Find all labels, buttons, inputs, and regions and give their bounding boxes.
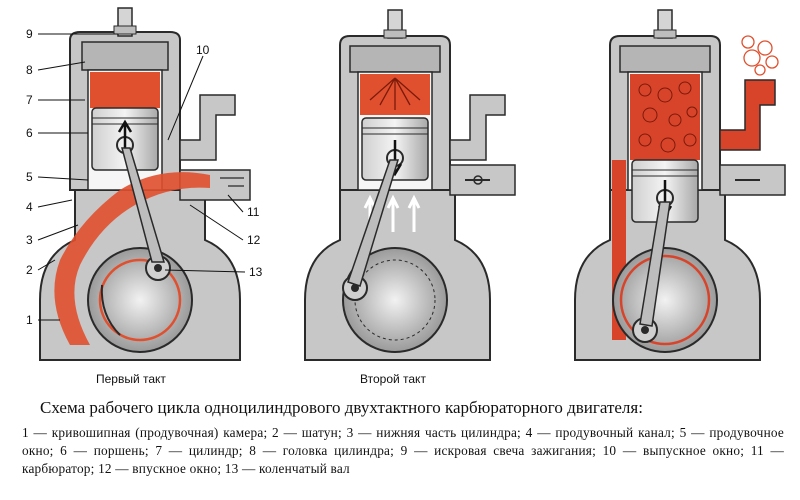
- callout-11: 11: [247, 205, 260, 219]
- part-callouts: 9 8 7 6 5 4 3 2 1 10 11 12 13: [26, 27, 263, 327]
- crankshaft-flywheel: [87, 247, 193, 353]
- callout-1: 1: [26, 313, 33, 327]
- engine-stage-1: [39, 7, 251, 361]
- callout-5: 5: [26, 170, 33, 184]
- callout-4: 4: [26, 200, 33, 214]
- cylinder-head: [619, 45, 711, 73]
- connecting-rod: [639, 201, 671, 327]
- compressed-mixture: [90, 72, 160, 108]
- engine-stage-3: [574, 9, 786, 361]
- callout-9: 9: [26, 27, 33, 41]
- stage-label-first: Первый такт: [96, 372, 166, 386]
- exhaust-pipe: [179, 94, 236, 161]
- exhaust-pipe: [449, 94, 506, 161]
- two-stroke-engine-diagram: 9 8 7 6 5 4 3 2 1 10 11 12 13: [26, 7, 786, 361]
- fresh-mixture-flow: [54, 172, 210, 345]
- callout-10: 10: [196, 43, 210, 57]
- connecting-rod: [347, 159, 400, 287]
- callout-6: 6: [26, 126, 33, 140]
- exhaust-pipe: [719, 79, 776, 151]
- callout-8: 8: [26, 63, 33, 77]
- callout-13: 13: [249, 265, 263, 279]
- parts-legend: 1 — кривошипная (продувочная) камера; 2 …: [22, 425, 784, 476]
- caption-title: Схема рабочего цикла одноцилиндрового дв…: [40, 398, 643, 417]
- crankshaft-flywheel: [612, 247, 718, 353]
- cylinder-head: [349, 45, 441, 73]
- callout-7: 7: [26, 93, 33, 107]
- callout-3: 3: [26, 233, 33, 247]
- exhaust-gases: [630, 74, 700, 160]
- stage-label-second: Второй такт: [360, 372, 426, 386]
- engine-stage-2: [304, 9, 516, 361]
- callout-12: 12: [247, 233, 261, 247]
- crankshaft-flywheel: [342, 247, 448, 353]
- connecting-rod: [121, 147, 166, 263]
- rotation-arrow: [100, 284, 121, 336]
- exhaust-smoke: [741, 35, 779, 76]
- callout-2: 2: [26, 263, 33, 277]
- cylinder-head: [81, 41, 169, 71]
